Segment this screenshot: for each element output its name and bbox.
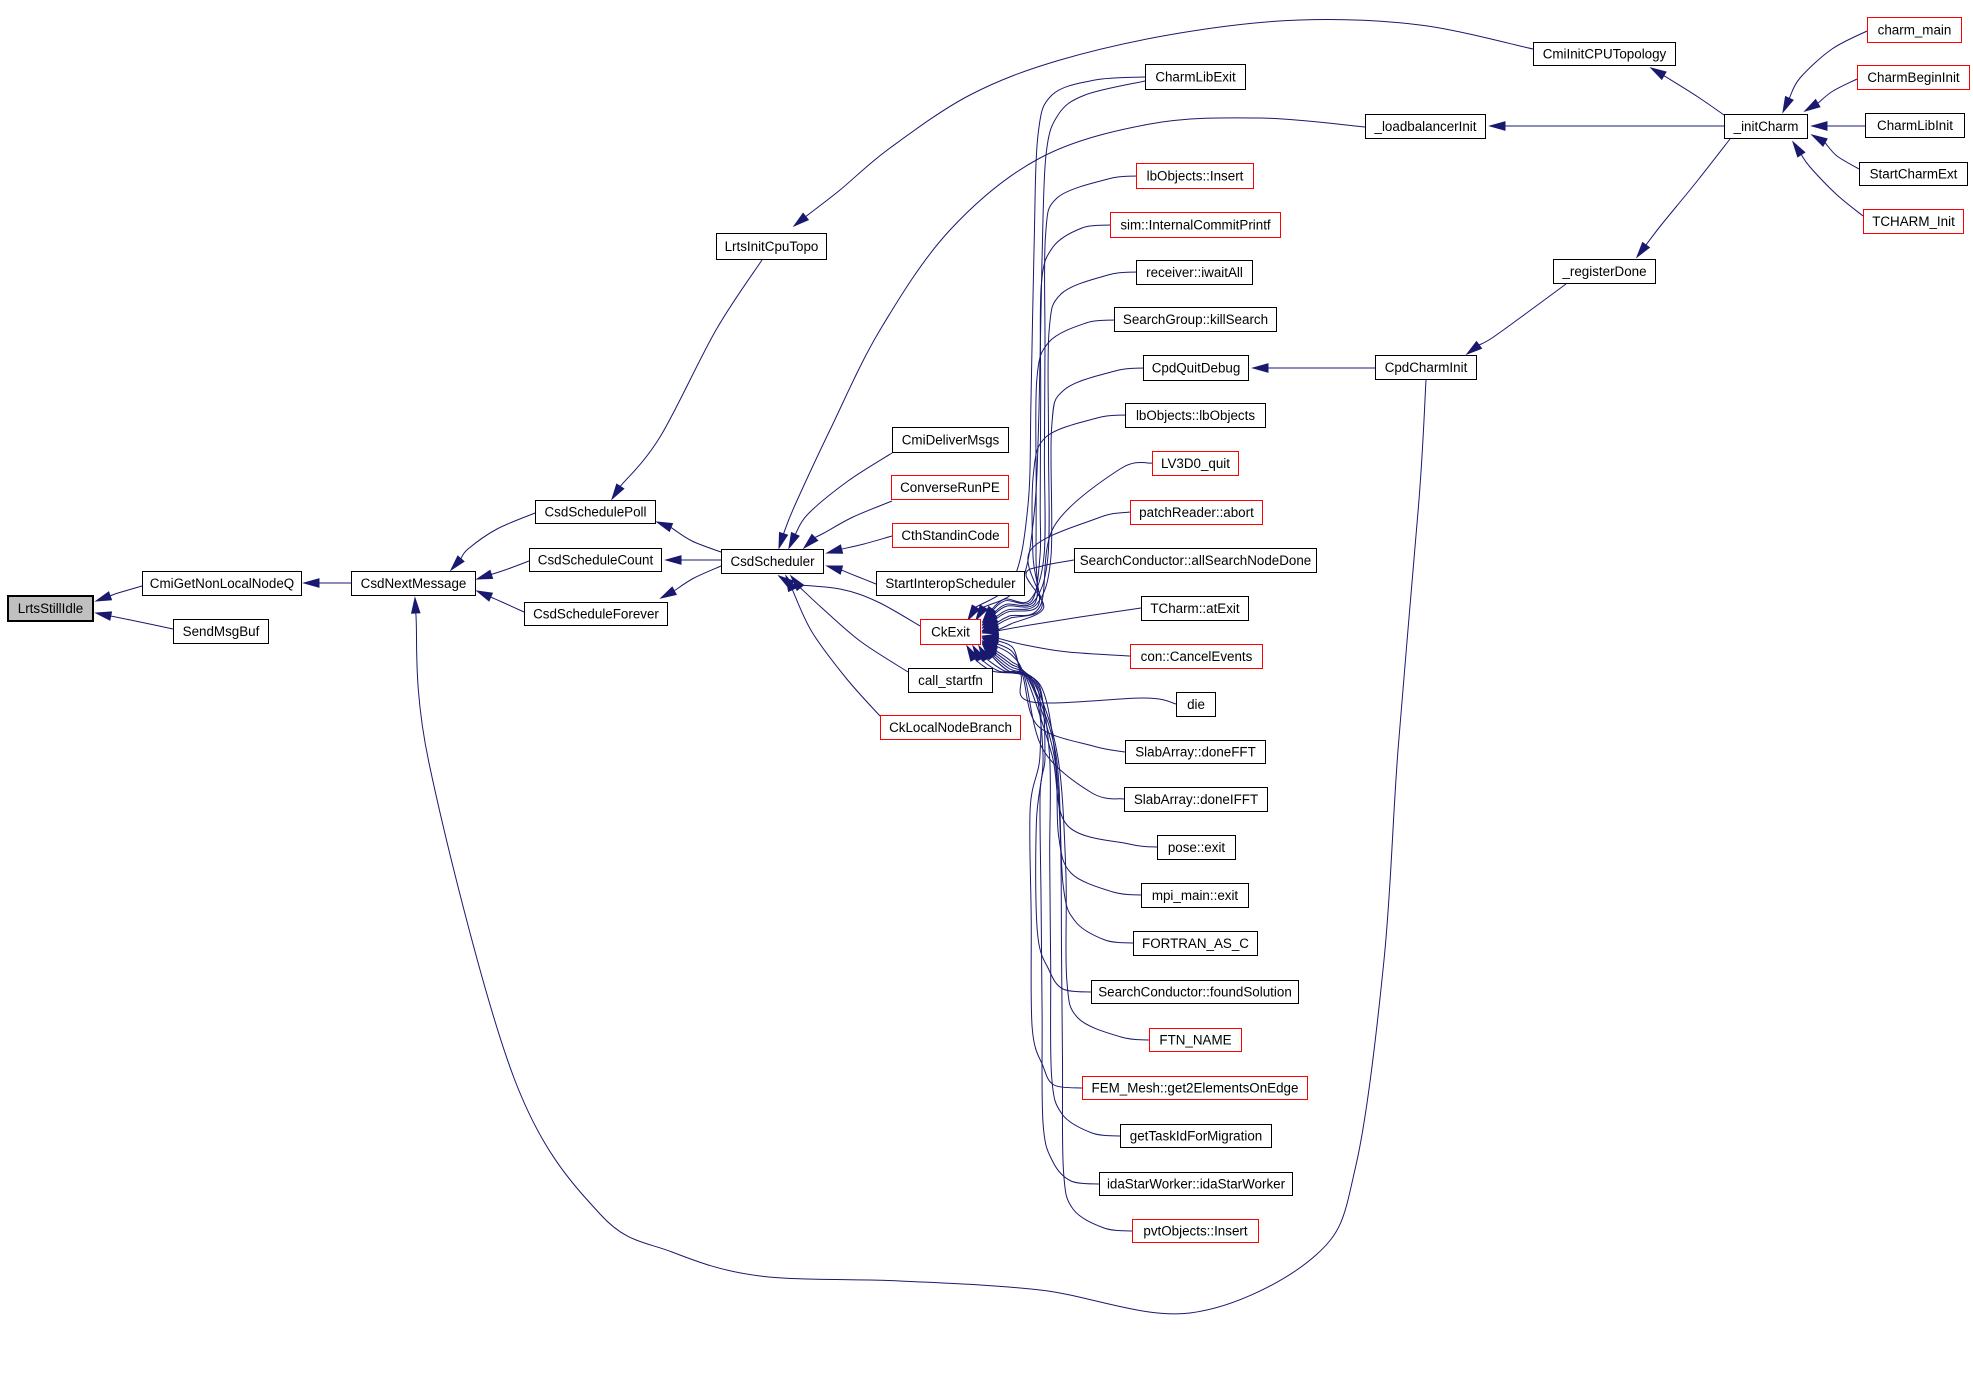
svg-text:CkLocalNodeBranch: CkLocalNodeBranch: [889, 720, 1012, 735]
svg-text:FTN_NAME: FTN_NAME: [1159, 1033, 1231, 1048]
svg-text:FORTRAN_AS_C: FORTRAN_AS_C: [1142, 936, 1249, 951]
svg-text:CthStandinCode: CthStandinCode: [901, 528, 999, 543]
svg-text:patchReader::abort: patchReader::abort: [1139, 505, 1254, 520]
svg-text:CmiInitCPUTopology: CmiInitCPUTopology: [1543, 47, 1667, 62]
svg-text:CharmLibExit: CharmLibExit: [1155, 70, 1236, 85]
svg-text:mpi_main::exit: mpi_main::exit: [1152, 888, 1239, 903]
svg-text:SearchGroup::killSearch: SearchGroup::killSearch: [1123, 312, 1268, 327]
svg-text:call_startfn: call_startfn: [918, 673, 983, 688]
svg-text:charm_main: charm_main: [1878, 23, 1952, 38]
svg-text:CpdQuitDebug: CpdQuitDebug: [1152, 361, 1241, 376]
svg-text:LrtsStillIdle: LrtsStillIdle: [18, 601, 84, 616]
svg-text:TCharm::atExit: TCharm::atExit: [1150, 601, 1240, 616]
svg-text:SearchConductor::allSearchNode: SearchConductor::allSearchNodeDone: [1080, 553, 1312, 568]
svg-text:getTaskIdForMigration: getTaskIdForMigration: [1130, 1129, 1262, 1144]
svg-text:_registerDone: _registerDone: [1561, 264, 1646, 279]
svg-text:pvtObjects::Insert: pvtObjects::Insert: [1143, 1224, 1247, 1239]
svg-text:StartCharmExt: StartCharmExt: [1870, 167, 1958, 182]
svg-text:sim::InternalCommitPrintf: sim::InternalCommitPrintf: [1120, 218, 1271, 233]
svg-text:LrtsInitCpuTopo: LrtsInitCpuTopo: [725, 239, 819, 254]
svg-text:CsdScheduler: CsdScheduler: [730, 554, 815, 569]
svg-text:CsdNextMessage: CsdNextMessage: [361, 576, 467, 591]
svg-text:CmiGetNonLocalNodeQ: CmiGetNonLocalNodeQ: [150, 576, 294, 591]
svg-text:SlabArray::doneIFFT: SlabArray::doneIFFT: [1134, 792, 1258, 807]
svg-text:CharmBeginInit: CharmBeginInit: [1867, 70, 1960, 85]
svg-text:lbObjects::lbObjects: lbObjects::lbObjects: [1136, 408, 1255, 423]
svg-text:CpdCharmInit: CpdCharmInit: [1385, 360, 1468, 375]
svg-text:CkExit: CkExit: [931, 625, 970, 640]
svg-text:_loadbalancerInit: _loadbalancerInit: [1374, 119, 1477, 134]
svg-text:idaStarWorker::idaStarWorker: idaStarWorker::idaStarWorker: [1107, 1177, 1286, 1192]
svg-text:FEM_Mesh::get2ElementsOnEdge: FEM_Mesh::get2ElementsOnEdge: [1092, 1081, 1299, 1096]
svg-text:CharmLibInit: CharmLibInit: [1877, 118, 1953, 133]
svg-text:receiver::iwaitAll: receiver::iwaitAll: [1146, 265, 1243, 280]
svg-text:_initCharm: _initCharm: [1733, 119, 1799, 134]
svg-text:lbObjects::Insert: lbObjects::Insert: [1147, 169, 1244, 184]
svg-text:ConverseRunPE: ConverseRunPE: [900, 480, 1000, 495]
svg-text:SlabArray::doneFFT: SlabArray::doneFFT: [1135, 745, 1256, 760]
svg-text:SendMsgBuf: SendMsgBuf: [183, 624, 260, 639]
svg-text:die: die: [1187, 697, 1205, 712]
svg-text:CsdScheduleForever: CsdScheduleForever: [533, 607, 659, 622]
svg-text:SearchConductor::foundSolution: SearchConductor::foundSolution: [1098, 985, 1292, 1000]
svg-text:CsdSchedulePoll: CsdSchedulePoll: [545, 505, 647, 520]
svg-text:con::CancelEvents: con::CancelEvents: [1141, 649, 1253, 664]
svg-text:CmiDeliverMsgs: CmiDeliverMsgs: [902, 433, 1000, 448]
svg-text:TCHARM_Init: TCHARM_Init: [1872, 214, 1955, 229]
svg-text:CsdScheduleCount: CsdScheduleCount: [538, 553, 654, 568]
svg-text:StartInteropScheduler: StartInteropScheduler: [885, 576, 1016, 591]
svg-text:pose::exit: pose::exit: [1168, 840, 1226, 855]
svg-text:LV3D0_quit: LV3D0_quit: [1161, 456, 1230, 471]
